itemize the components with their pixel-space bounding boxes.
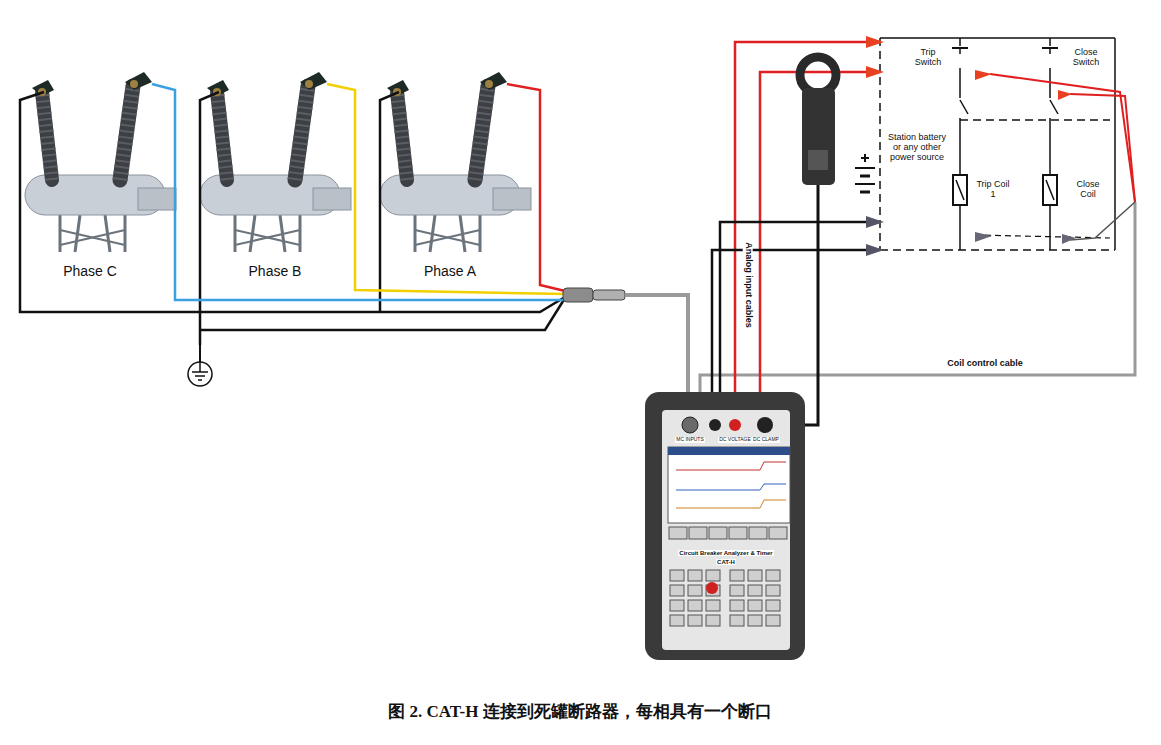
port-label: DC CLAMP xyxy=(752,437,780,443)
phase-label: Phase C xyxy=(62,264,118,279)
switch-label: Close Switch xyxy=(1064,48,1108,68)
port-label: DC VOLTAGE xyxy=(718,437,752,443)
battery-label: Station battery or any other power sourc… xyxy=(882,133,952,163)
cable-label: Analog input cables xyxy=(743,241,753,329)
switch-label: Trip Switch xyxy=(906,48,950,68)
cable-label: Coil control cable xyxy=(946,359,1024,369)
device-label: CAT-H xyxy=(716,559,736,566)
figure-caption: 图 2. CAT-H 连接到死罐断路器，每相具有一个断口 xyxy=(387,703,772,722)
phase-label: Phase A xyxy=(423,264,477,279)
coil-label: Trip Coil 1 xyxy=(975,180,1011,200)
port-label: MC INPUTS xyxy=(675,437,705,443)
coil-label: Close Coil xyxy=(1070,180,1106,200)
phase-label: Phase B xyxy=(248,264,303,279)
device-label: Circuit Breaker Analyzer & Timer xyxy=(678,550,773,557)
